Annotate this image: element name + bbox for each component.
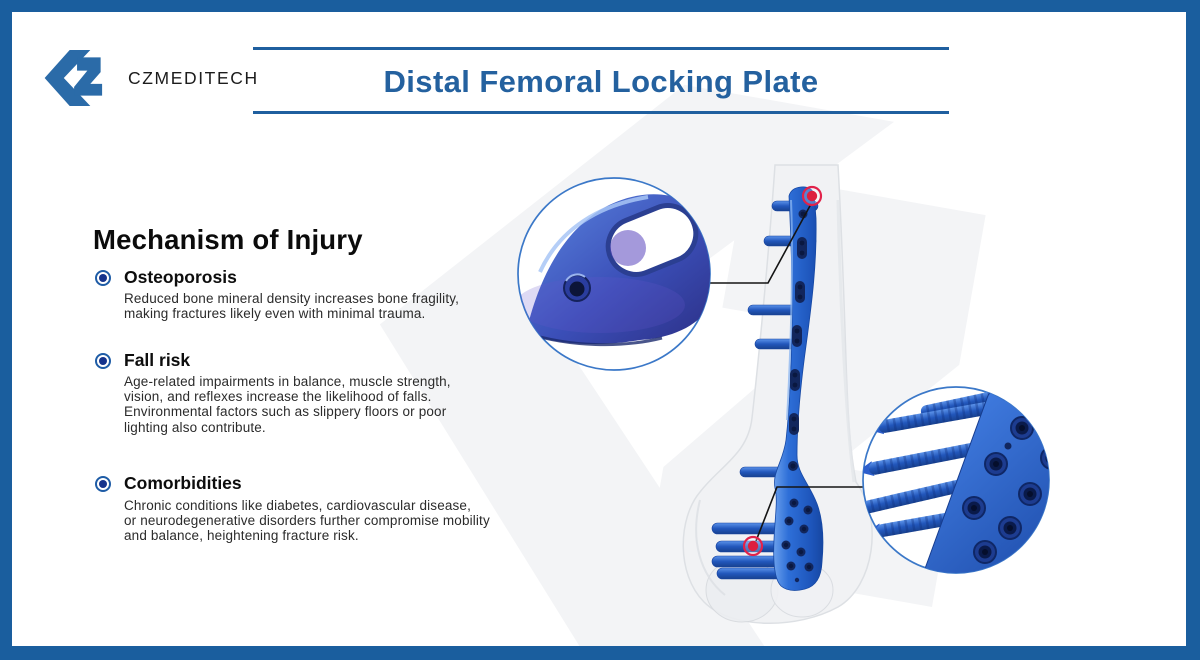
item-label-fall-risk: Fall risk [124, 350, 191, 370]
description-line: lighting also contribute. [124, 419, 266, 435]
description-line: making fractures likely even with minima… [124, 306, 426, 322]
locking-plate [773, 186, 824, 591]
item-description-comorbidities: Chronic conditions like diabetes, cardio… [124, 498, 490, 544]
item-description-fall-risk: Age-related impairments in balance, musc… [124, 374, 451, 435]
description-line: and balance, heightening fracture risk. [124, 528, 359, 544]
title-rule-top [253, 47, 949, 50]
description-line: Chronic conditions like diabetes, cardio… [124, 498, 471, 513]
description-line: Reduced bone mineral density increases b… [124, 291, 460, 306]
item-description-osteoporosis: Reduced bone mineral density increases b… [124, 291, 459, 321]
distal-screws-closeup [862, 386, 1050, 574]
marker-distal [742, 535, 764, 557]
brand-name: CZMEDITECH [128, 67, 259, 88]
header-logo: CZMEDITECH [44, 50, 259, 106]
section-heading: Mechanism of Injury [93, 224, 363, 255]
description-line: vision, and reflexes increase the likeli… [124, 389, 432, 405]
description-line: Environmental factors such as slippery f… [124, 404, 447, 420]
page-title: Distal Femoral Locking Plate [383, 64, 819, 99]
item-label-comorbidities: Comorbidities [124, 473, 242, 493]
radio-bullet-icon [95, 270, 111, 286]
plate-tip-closeup [517, 177, 711, 371]
description-line: or neurodegenerative disorders further c… [124, 513, 490, 529]
item-label-osteoporosis: Osteoporosis [124, 267, 237, 287]
description-line: Age-related impairments in balance, musc… [124, 374, 451, 389]
radio-bullet-icon [95, 353, 111, 369]
marker-proximal [801, 185, 823, 207]
callout-line-top [710, 203, 812, 284]
czmeditech-logo-icon [44, 50, 103, 106]
callout-line-bottom [755, 486, 863, 542]
radio-bullet-icon [95, 476, 111, 492]
title-rule-bottom [253, 111, 949, 114]
